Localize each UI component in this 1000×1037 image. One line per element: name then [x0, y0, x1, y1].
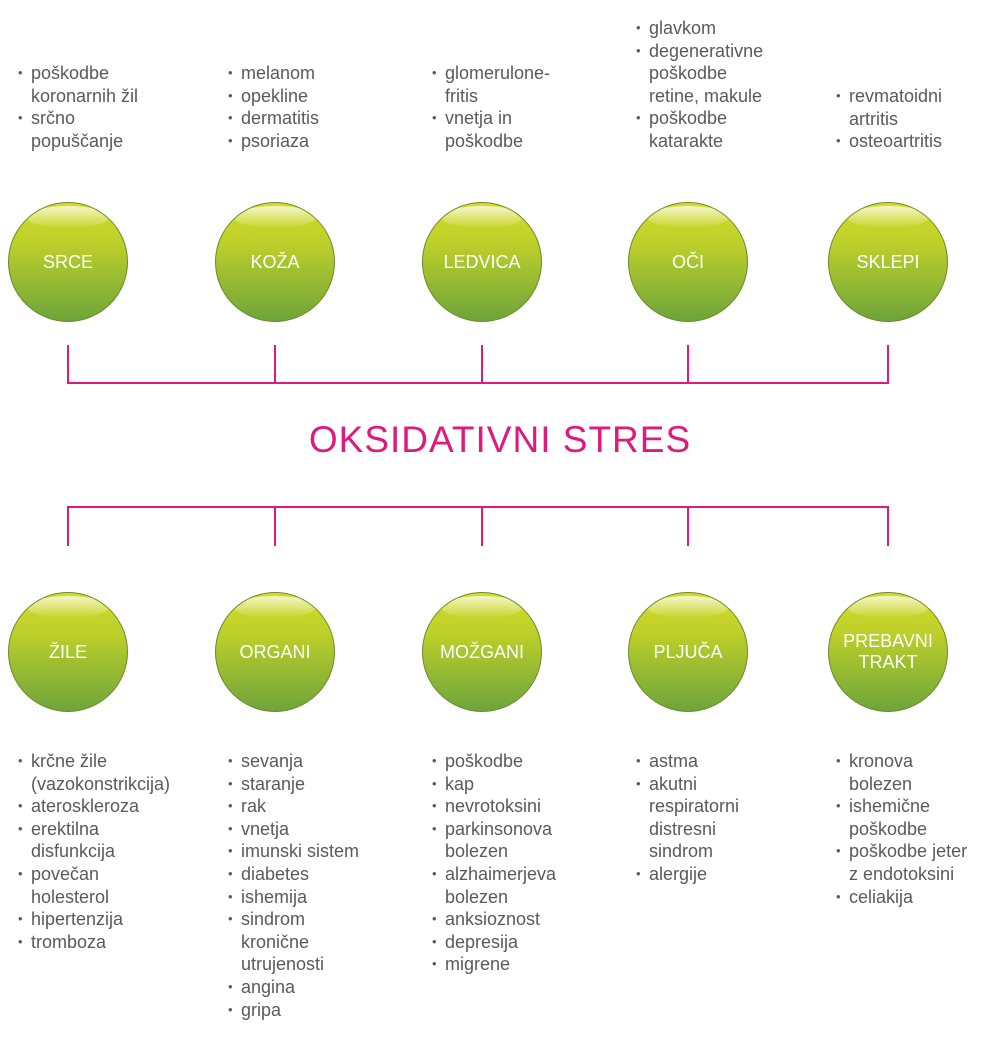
list-item: gripa — [228, 999, 359, 1022]
organ-label: ORGANI — [239, 641, 311, 662]
connector-stem — [67, 506, 69, 546]
organ-circle-top-1: KOŽA — [215, 202, 335, 322]
connector-stem — [481, 345, 483, 384]
list-item: nevrotoksini — [432, 795, 556, 818]
organ-label: PREBAVNI TRAKT — [843, 631, 933, 672]
connector-stem — [887, 345, 889, 384]
list-item: parkinsonova bolezen — [432, 818, 556, 863]
condition-list: revmatoidni artritisosteoartritis — [836, 85, 942, 153]
list-item: vnetja in poškodbe — [432, 107, 550, 152]
list-item: rak — [228, 795, 359, 818]
list-item: glavkom — [636, 17, 763, 40]
list-item: srčno popuščanje — [18, 107, 138, 152]
condition-list: krčne žile (vazokonstrikcija)aterosklero… — [18, 750, 170, 953]
list-item: sevanja — [228, 750, 359, 773]
list-item: kap — [432, 773, 556, 796]
organ-circle-bottom-4: PREBAVNI TRAKT — [828, 592, 948, 712]
bottom-connector-bar — [67, 506, 889, 508]
list-item: dermatitis — [228, 107, 319, 130]
organ-label: MOŽGANI — [440, 641, 524, 662]
list-item: melanom — [228, 62, 319, 85]
list-item: osteoartritis — [836, 130, 942, 153]
organ-circle-bottom-0: ŽILE — [8, 592, 128, 712]
connector-stem — [67, 345, 69, 384]
organ-label: OČI — [671, 251, 704, 272]
organ-circle-top-2: LEDVICA — [422, 202, 542, 322]
list-item: migrene — [432, 953, 556, 976]
organ-circle-bottom-2: MOŽGANI — [422, 592, 542, 712]
list-item: povečan holesterol — [18, 863, 170, 908]
list-item: krčne žile (vazokonstrikcija) — [18, 750, 170, 795]
list-item: poškodbe koronarnih žil — [18, 62, 138, 107]
list-item: staranje — [228, 773, 359, 796]
list-item: tromboza — [18, 931, 170, 954]
diagram-title: OKSIDATIVNI STRES — [308, 419, 692, 460]
connector-stem — [687, 345, 689, 384]
connector-stem — [481, 506, 483, 546]
list-item: sindrom kronične utrujenosti — [228, 908, 359, 976]
condition-list: sevanjastaranjerakvnetjaimunski sistemdi… — [228, 750, 359, 1021]
condition-list: astmaakutni respiratorni distresni sindr… — [636, 750, 739, 886]
organ-label: ŽILE — [48, 641, 87, 662]
organ-circle-bottom-3: PLJUČA — [628, 592, 748, 712]
list-item: angina — [228, 976, 359, 999]
top-connector-bar — [67, 382, 889, 384]
organ-label: SKLEPI — [856, 251, 920, 272]
condition-list: melanomopeklinedermatitispsoriaza — [228, 62, 319, 152]
list-item: akutni respiratorni distresni sindrom — [636, 773, 739, 863]
list-item: erektilna disfunkcija — [18, 818, 170, 863]
list-item: anksioznost — [432, 908, 556, 931]
list-item: opekline — [228, 85, 319, 108]
organ-circle-top-4: SKLEPI — [828, 202, 948, 322]
condition-list: poškodbe koronarnih žilsrčno popuščanje — [18, 62, 138, 152]
list-item: poškodbe katarakte — [636, 107, 763, 152]
list-item: astma — [636, 750, 739, 773]
list-item: poškodbe jeter z endotoksini — [836, 840, 967, 885]
list-item: kronova bolezen — [836, 750, 967, 795]
list-item: poškodbe — [432, 750, 556, 773]
list-item: glomerulone- fritis — [432, 62, 550, 107]
condition-list: poškodbekapnevrotoksiniparkinsonova bole… — [432, 750, 556, 976]
list-item: vnetja — [228, 818, 359, 841]
list-item: alergije — [636, 863, 739, 886]
condition-list: glomerulone- fritisvnetja in poškodbe — [432, 62, 550, 152]
organ-label: KOŽA — [250, 251, 300, 272]
organ-label: PLJUČA — [653, 641, 723, 662]
connector-stem — [274, 345, 276, 384]
list-item: psoriaza — [228, 130, 319, 153]
list-item: revmatoidni artritis — [836, 85, 942, 130]
connector-stem — [687, 506, 689, 546]
organ-circle-bottom-1: ORGANI — [215, 592, 335, 712]
list-item: alzhaimerjeva bolezen — [432, 863, 556, 908]
condition-list: kronova bolezenishemične poškodbepoškodb… — [836, 750, 967, 908]
condition-list: glavkomdegenerativne poškodbe retine, ma… — [636, 17, 763, 153]
list-item: hipertenzija — [18, 908, 170, 931]
list-item: ishemične poškodbe — [836, 795, 967, 840]
list-item: ateroskleroza — [18, 795, 170, 818]
list-item: diabetes — [228, 863, 359, 886]
list-item: degenerativne poškodbe retine, makule — [636, 40, 763, 108]
connector-stem — [887, 506, 889, 546]
list-item: imunski sistem — [228, 840, 359, 863]
organ-circle-top-0: SRCE — [8, 202, 128, 322]
organ-circle-top-3: OČI — [628, 202, 748, 322]
list-item: celiakija — [836, 886, 967, 909]
organ-label: SRCE — [42, 251, 93, 272]
list-item: depresija — [432, 931, 556, 954]
list-item: ishemija — [228, 886, 359, 909]
connector-stem — [274, 506, 276, 546]
organ-label: LEDVICA — [443, 251, 521, 272]
